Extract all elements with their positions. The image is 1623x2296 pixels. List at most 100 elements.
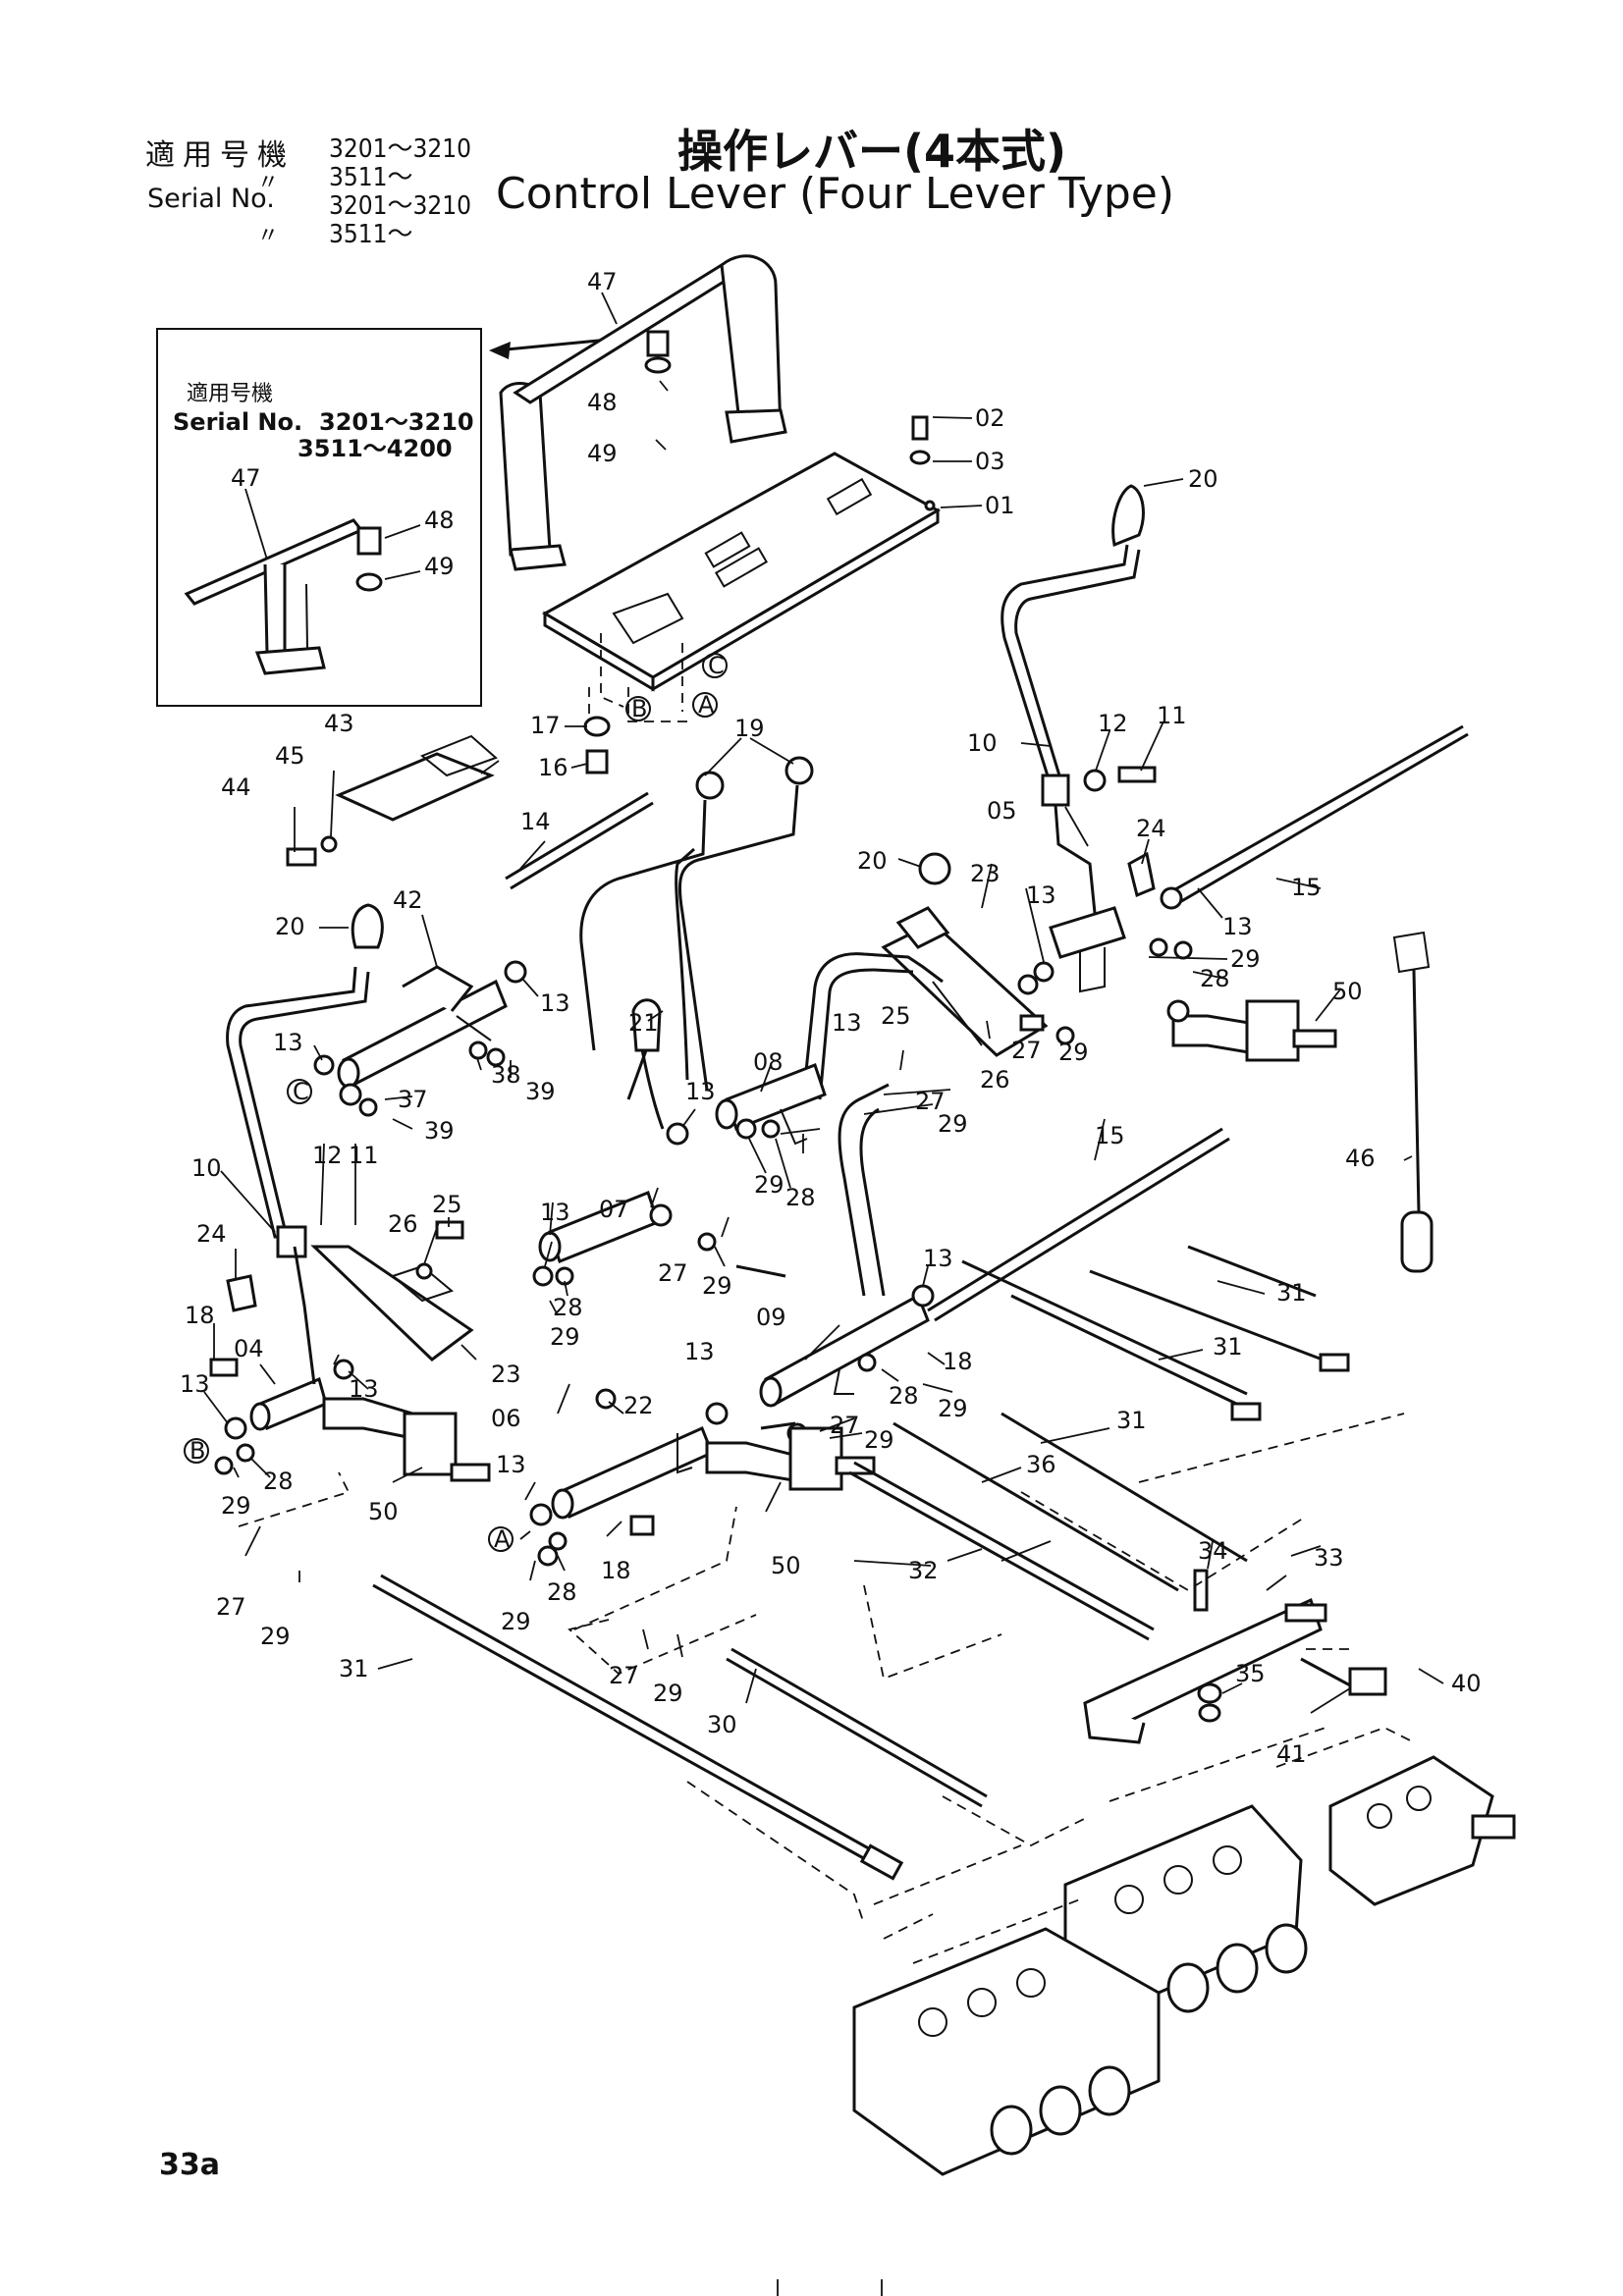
part-label-26: 26 bbox=[388, 1210, 418, 1238]
part-label-13: 13 bbox=[1222, 913, 1253, 940]
part-label-28: 28 bbox=[547, 1578, 577, 1606]
part-label-16: 16 bbox=[538, 754, 568, 781]
part-label-13: 13 bbox=[540, 989, 570, 1017]
serial-number-label: Serial No. bbox=[147, 184, 275, 214]
part-label-25: 25 bbox=[881, 1002, 911, 1030]
part-label-29: 29 bbox=[864, 1426, 894, 1454]
part-label-21: 21 bbox=[628, 1009, 659, 1037]
part-label-32: 32 bbox=[908, 1557, 939, 1584]
handle-foot bbox=[254, 646, 326, 675]
part-label-50: 50 bbox=[1332, 978, 1363, 1005]
part-label-09: 09 bbox=[756, 1304, 786, 1331]
bolt-16 bbox=[585, 749, 609, 774]
part-label-40: 40 bbox=[1451, 1670, 1482, 1697]
part-label-33: 33 bbox=[1314, 1544, 1344, 1572]
rod-14 bbox=[505, 791, 649, 881]
part-label-18: 18 bbox=[943, 1348, 973, 1375]
part-label-13: 13 bbox=[540, 1199, 570, 1226]
part-label-23: 23 bbox=[491, 1361, 521, 1388]
part-label-22: 22 bbox=[623, 1392, 654, 1419]
part-label-13: 13 bbox=[685, 1078, 716, 1105]
part-label-44: 44 bbox=[221, 774, 251, 801]
serial-range: 3511～ bbox=[329, 220, 413, 249]
ref-label: B bbox=[631, 695, 647, 722]
part-label-13: 13 bbox=[1026, 881, 1056, 909]
lever-left-assembly bbox=[226, 903, 384, 1258]
part-label-08: 08 bbox=[753, 1048, 784, 1076]
page-title-en: Control Lever (Four Lever Type) bbox=[496, 169, 1175, 219]
shaft-09 bbox=[705, 1284, 935, 1448]
part-label-31: 31 bbox=[1276, 1279, 1307, 1307]
inset-panel: 適用号機 Serial No. 3201～3210 3511～4200 47 4… bbox=[156, 328, 482, 707]
part-label-45: 45 bbox=[275, 742, 305, 770]
part-label-43: 43 bbox=[324, 710, 354, 737]
part-label-05: 05 bbox=[987, 797, 1017, 825]
part-label-31: 31 bbox=[1213, 1333, 1243, 1361]
part-label-48: 48 bbox=[587, 389, 618, 416]
part-label-18: 18 bbox=[185, 1302, 215, 1329]
page-title-jp: 操作レバー(4本式) bbox=[677, 125, 1067, 178]
part-label-27: 27 bbox=[216, 1593, 246, 1621]
part-label-15: 15 bbox=[1095, 1122, 1125, 1149]
shaft-05 bbox=[1033, 851, 1193, 993]
part-label-20: 20 bbox=[857, 847, 888, 875]
ref-label: C bbox=[708, 652, 725, 679]
part-label-23: 23 bbox=[970, 860, 1001, 887]
inset-serial-range: 3201～3210 bbox=[319, 408, 474, 436]
center-levers bbox=[579, 756, 944, 1297]
part-label-29: 29 bbox=[653, 1680, 683, 1707]
part-label-29: 29 bbox=[938, 1110, 968, 1138]
dipstick-46 bbox=[1392, 931, 1434, 1273]
rod-15 bbox=[1167, 724, 1464, 895]
part-label-04: 04 bbox=[234, 1335, 264, 1362]
part-label-10: 10 bbox=[191, 1154, 222, 1182]
nut-17 bbox=[583, 716, 611, 737]
knob-20 bbox=[918, 852, 951, 885]
ref-circles: A B C C B A bbox=[184, 652, 728, 1553]
part-label-10: 10 bbox=[967, 729, 998, 757]
part-label-35: 35 bbox=[1235, 1660, 1266, 1687]
part-label-29: 29 bbox=[550, 1323, 580, 1351]
part-label-02: 02 bbox=[975, 404, 1005, 432]
serial-range: 3511～ bbox=[329, 163, 413, 192]
part-label-29: 29 bbox=[1058, 1039, 1089, 1066]
ref-label: A bbox=[494, 1525, 511, 1553]
part-label-39: 39 bbox=[424, 1117, 455, 1145]
pedal-23-left bbox=[310, 1220, 474, 1362]
part-label-42: 42 bbox=[393, 886, 423, 914]
part-label-29: 29 bbox=[501, 1608, 531, 1635]
part-label-12: 12 bbox=[312, 1142, 343, 1169]
pedal-23-right bbox=[881, 906, 1075, 1057]
part-label-28: 28 bbox=[785, 1184, 816, 1211]
part-label-13: 13 bbox=[832, 1009, 862, 1037]
part-label-07: 07 bbox=[599, 1196, 629, 1223]
part-label-47: 47 bbox=[587, 268, 618, 295]
part-label-29: 29 bbox=[1230, 945, 1261, 973]
shaft-42 bbox=[313, 960, 527, 1117]
part-label-13: 13 bbox=[684, 1338, 715, 1365]
detent-50-center bbox=[705, 1426, 876, 1491]
part-label-13: 13 bbox=[496, 1451, 526, 1478]
bracket-24 bbox=[226, 1274, 257, 1312]
part-label-39: 39 bbox=[525, 1078, 556, 1105]
part-label-12: 12 bbox=[1098, 710, 1128, 737]
bracket-33 bbox=[1083, 1569, 1327, 1744]
part-label-48: 48 bbox=[424, 507, 455, 534]
part-label-18: 18 bbox=[601, 1557, 631, 1584]
part-label-49: 49 bbox=[587, 440, 618, 467]
part-label-27: 27 bbox=[915, 1088, 946, 1115]
part-label-25: 25 bbox=[432, 1191, 462, 1218]
part-label-20: 20 bbox=[1188, 465, 1218, 493]
part-label-28: 28 bbox=[553, 1294, 583, 1321]
part-label-26: 26 bbox=[980, 1066, 1010, 1094]
part-label-27: 27 bbox=[830, 1412, 860, 1439]
part-label-13: 13 bbox=[273, 1029, 303, 1056]
clevis-41 bbox=[1348, 1667, 1387, 1696]
serial-range: 3201～3210 bbox=[329, 191, 472, 221]
pedal-43 bbox=[286, 734, 498, 867]
inset-serial-prefix: Serial No. bbox=[173, 408, 302, 436]
part-label-03: 03 bbox=[975, 448, 1005, 475]
detent-50-left bbox=[322, 1397, 491, 1482]
handle-post bbox=[263, 563, 287, 655]
part-label-27: 27 bbox=[609, 1662, 639, 1689]
